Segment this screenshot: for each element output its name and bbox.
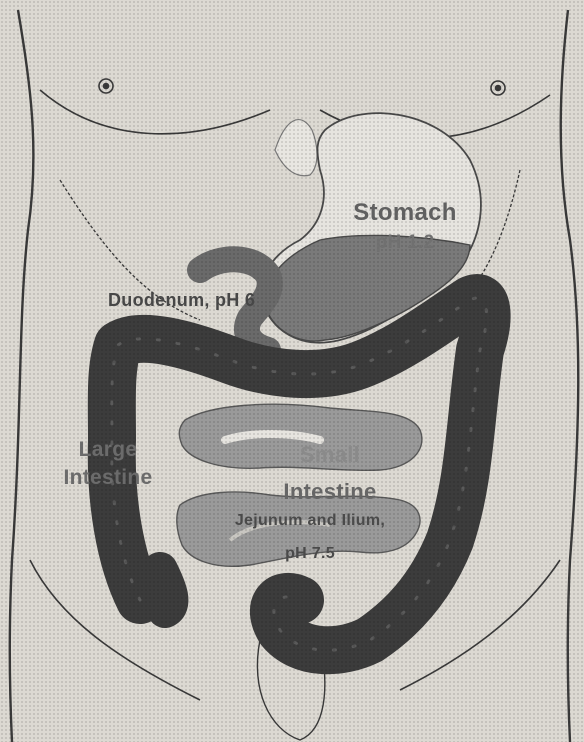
large-intestine-label-line1: Large	[38, 438, 178, 462]
small-intestine-label-line1: Small	[255, 443, 405, 468]
small-intestine-label-line4: pH 7.5	[195, 545, 425, 563]
small-intestine-label-line3: Jejunum and Ilium,	[195, 512, 425, 530]
stomach-ph-label: pH 1.2	[330, 232, 480, 253]
stomach-label: Stomach	[330, 200, 480, 227]
small-intestine-label-line2: Intestine	[245, 480, 415, 505]
large-intestine-label-line2: Intestine	[38, 466, 178, 490]
duodenum-label: Duodenum, pH 6	[108, 290, 255, 310]
